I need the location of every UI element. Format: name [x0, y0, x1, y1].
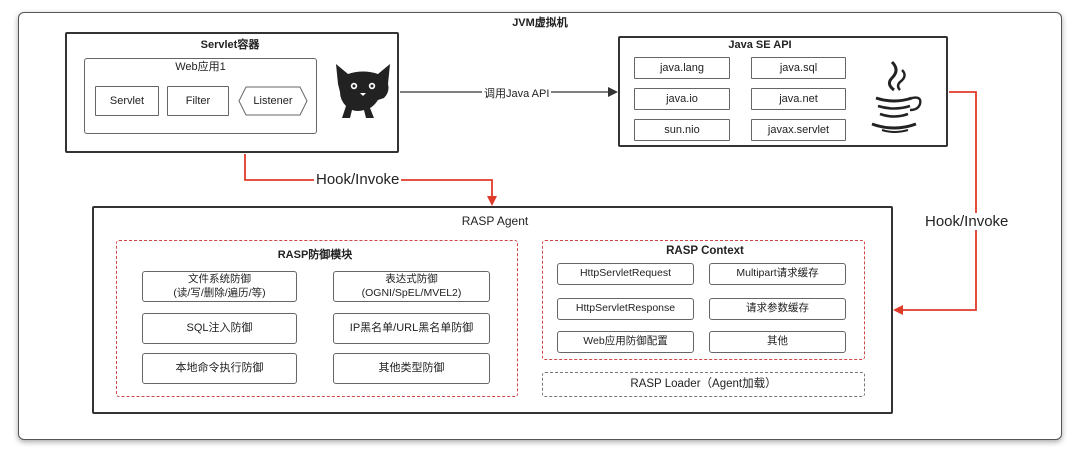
expression-defense: 表达式防御 (OGNI/SpEL/MVEL2) [333, 271, 490, 302]
pkg-java-sql: java.sql [751, 57, 846, 79]
pkg-java-net: java.net [751, 88, 846, 110]
filter-item: Filter [167, 86, 229, 116]
rasp-context-title: RASP Context [666, 245, 744, 257]
command-exec-defense: 本地命令执行防御 [142, 353, 297, 384]
pkg-sun-nio: sun.nio [634, 119, 730, 141]
servlet-item: Servlet [95, 86, 159, 116]
ctx-http-servlet-request: HttpServletRequest [557, 263, 694, 285]
ctx-param-cache: 请求参数缓存 [709, 298, 846, 320]
call-api-label: 调用Java API [482, 85, 552, 101]
hook-right-label: Hook/Invoke [923, 213, 1011, 230]
rasp-agent-title: RASP Agent [461, 214, 529, 228]
hook-right-arrow [893, 91, 977, 315]
file-system-defense: 文件系统防御 (读/写/删除/遍历/等) [142, 271, 297, 302]
listener-item: Listener [238, 86, 308, 116]
pkg-java-lang: java.lang [634, 57, 730, 79]
ctx-multipart-cache: Multipart请求缓存 [709, 263, 846, 285]
java-se-api-title: Java SE API [728, 39, 792, 51]
pkg-javax-servlet: javax.servlet [751, 119, 846, 141]
rasp-defense-module [116, 240, 518, 397]
sql-injection-defense: SQL注入防御 [142, 313, 297, 344]
ip-url-blacklist-defense: IP黑名单/URL黑名单防御 [333, 313, 490, 344]
hook-left-label: Hook/Invoke [314, 171, 402, 188]
webapp-title: Web应用1 [175, 61, 226, 73]
other-defense: 其他类型防御 [333, 353, 490, 384]
java-logo-icon [871, 60, 922, 133]
listener-label: Listener [253, 94, 293, 107]
ctx-other: 其他 [709, 331, 846, 353]
pkg-java-io: java.io [634, 88, 730, 110]
listener-hexagon-shape [238, 86, 308, 116]
jvm-title: JVM虚拟机 [512, 17, 568, 29]
rasp-loader: RASP Loader（Agent加载） [542, 372, 865, 397]
rasp-context-box [542, 240, 865, 360]
rasp-defense-title: RASP防御模块 [277, 249, 353, 261]
ctx-webapp-defense-config: Web应用防御配置 [557, 331, 694, 353]
tomcat-logo-icon [336, 64, 390, 118]
servlet-container-title: Servlet容器 [200, 39, 260, 51]
ctx-http-servlet-response: HttpServletResponse [557, 298, 694, 320]
